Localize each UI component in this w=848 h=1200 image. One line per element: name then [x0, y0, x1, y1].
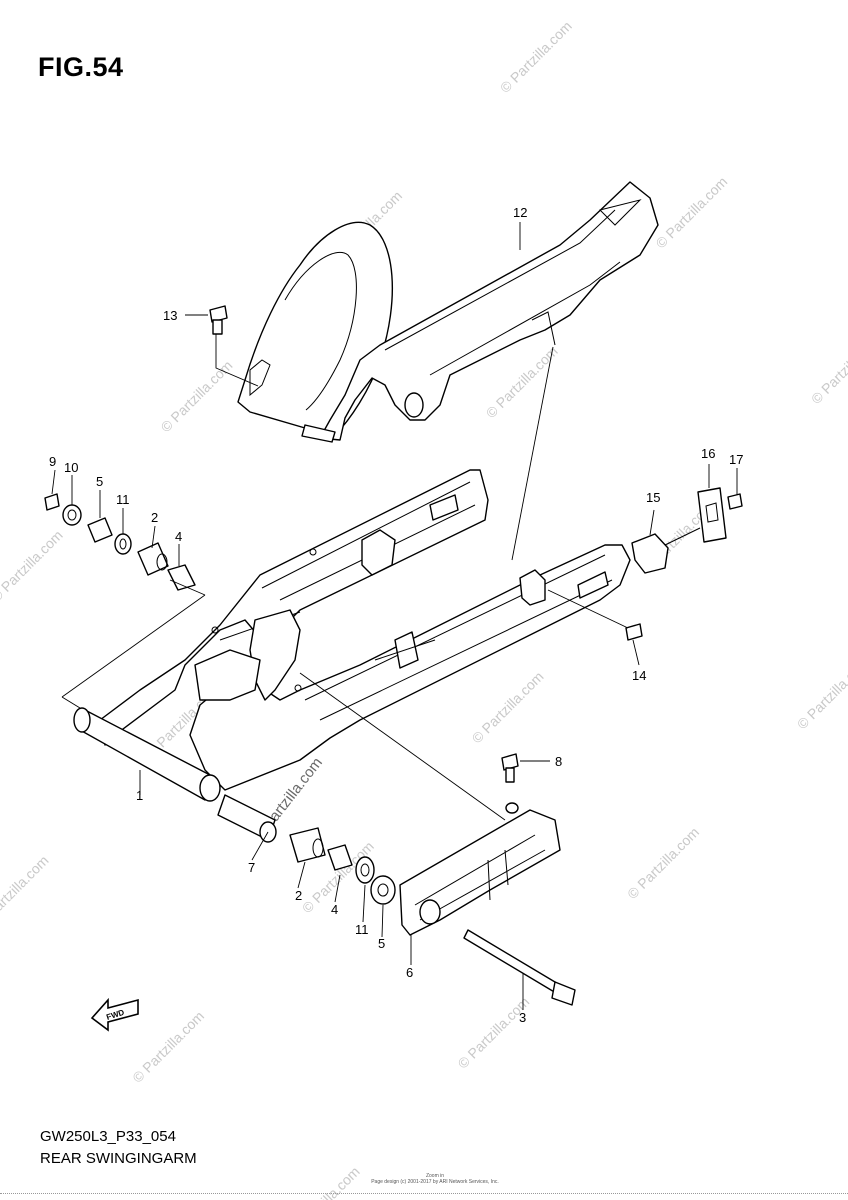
callout-6: 6: [406, 965, 413, 980]
watermark-layer: © Partzilla.com © Partzilla.com © Partzi…: [0, 18, 848, 1200]
watermark: © Partzilla.com: [808, 329, 848, 407]
watermark: © Partzilla.com: [624, 824, 702, 902]
callout-numbers: 1 2 2 3 4 4 5 5 6 7 8 9 10 11 11 12 13 1…: [49, 205, 743, 1025]
right-pivot-stack: [217, 794, 396, 905]
watermark: © Partzilla.com: [483, 343, 561, 421]
callout-11: 11: [355, 922, 369, 937]
callout-5: 5: [96, 474, 103, 489]
callout-10: 10: [64, 460, 78, 475]
callout-leaders: [51, 222, 738, 1010]
callout-2: 2: [295, 888, 302, 903]
callout-14: 14: [632, 668, 646, 683]
adjuster-group-part: [631, 487, 743, 574]
callout-7: 7: [248, 860, 255, 875]
callout-11: 11: [116, 492, 130, 507]
callout-4: 4: [175, 529, 182, 544]
copyright-text: Page design (c) 2001-2017 by ARI Network…: [371, 1179, 499, 1185]
watermark: © Partzilla.com: [157, 357, 235, 435]
left-pivot-stack: [44, 493, 196, 591]
callout-8: 8: [555, 754, 562, 769]
pivot-shaft-part: [463, 929, 576, 1006]
screw-14-part: [625, 623, 643, 641]
watermark: © Partzilla.com: [469, 668, 547, 746]
callout-5: 5: [378, 936, 385, 951]
callout-2: 2: [151, 510, 158, 525]
swingarm-part: [73, 469, 631, 802]
watermark: © Partzilla.com: [0, 852, 52, 930]
chain-case-part: [237, 181, 659, 443]
bolt-13-part: [209, 305, 259, 387]
watermark: © Partzilla.com: [652, 173, 730, 251]
callout-12: 12: [513, 205, 527, 220]
bottom-border: [0, 1193, 848, 1196]
callout-1: 1: [136, 788, 143, 803]
assembly-lines: [61, 346, 629, 821]
diagram-name: REAR SWINGINGARM: [40, 1150, 197, 1167]
chain-buffer-part: [399, 809, 561, 936]
callout-15: 15: [646, 490, 660, 505]
zoom-in-link[interactable]: Zoom in: [425, 1173, 445, 1179]
callout-3: 3: [519, 1010, 526, 1025]
figure-title: FIG.54: [38, 52, 124, 82]
watermark: © Partzilla.com: [497, 18, 575, 96]
callout-17: 17: [729, 452, 743, 467]
fwd-arrow-icon: FWD: [90, 997, 139, 1032]
copyright-notice: Zoom in Page design (c) 2001-2017 by ARI…: [360, 1173, 510, 1185]
diagram-code: GW250L3_P33_054: [40, 1128, 176, 1145]
watermark: © Partzilla.com: [454, 994, 532, 1072]
callout-9: 9: [49, 454, 56, 469]
watermark: © Partzilla.com: [794, 654, 848, 732]
bolt-8-part: [501, 753, 519, 814]
watermark: © Partzilla.com: [0, 527, 66, 605]
watermark: © Partzilla.com: [129, 1008, 207, 1086]
callout-16: 16: [701, 446, 715, 461]
callout-4: 4: [331, 902, 338, 917]
callout-13: 13: [163, 308, 177, 323]
